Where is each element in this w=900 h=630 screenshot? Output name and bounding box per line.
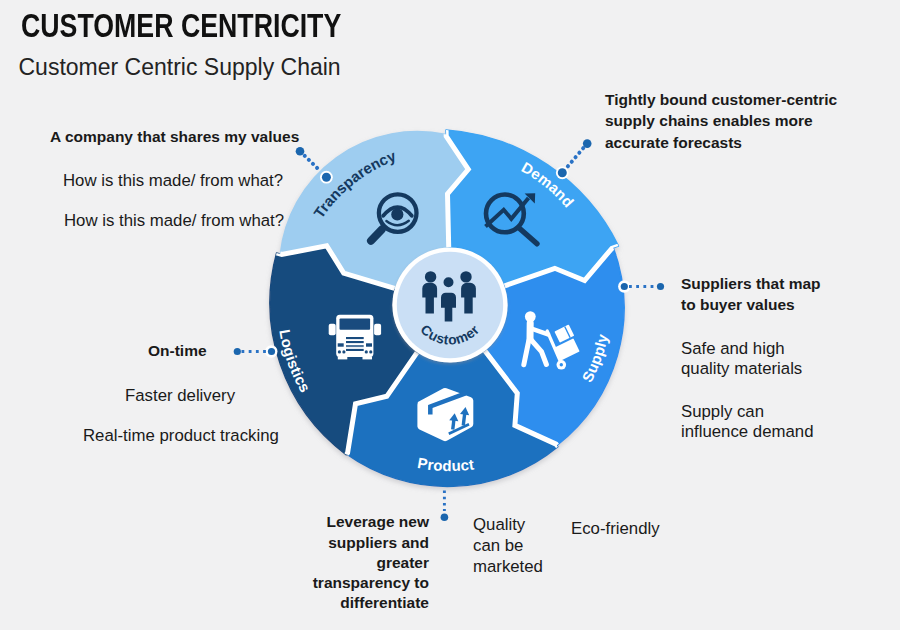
svg-text:Product: Product <box>416 454 475 474</box>
